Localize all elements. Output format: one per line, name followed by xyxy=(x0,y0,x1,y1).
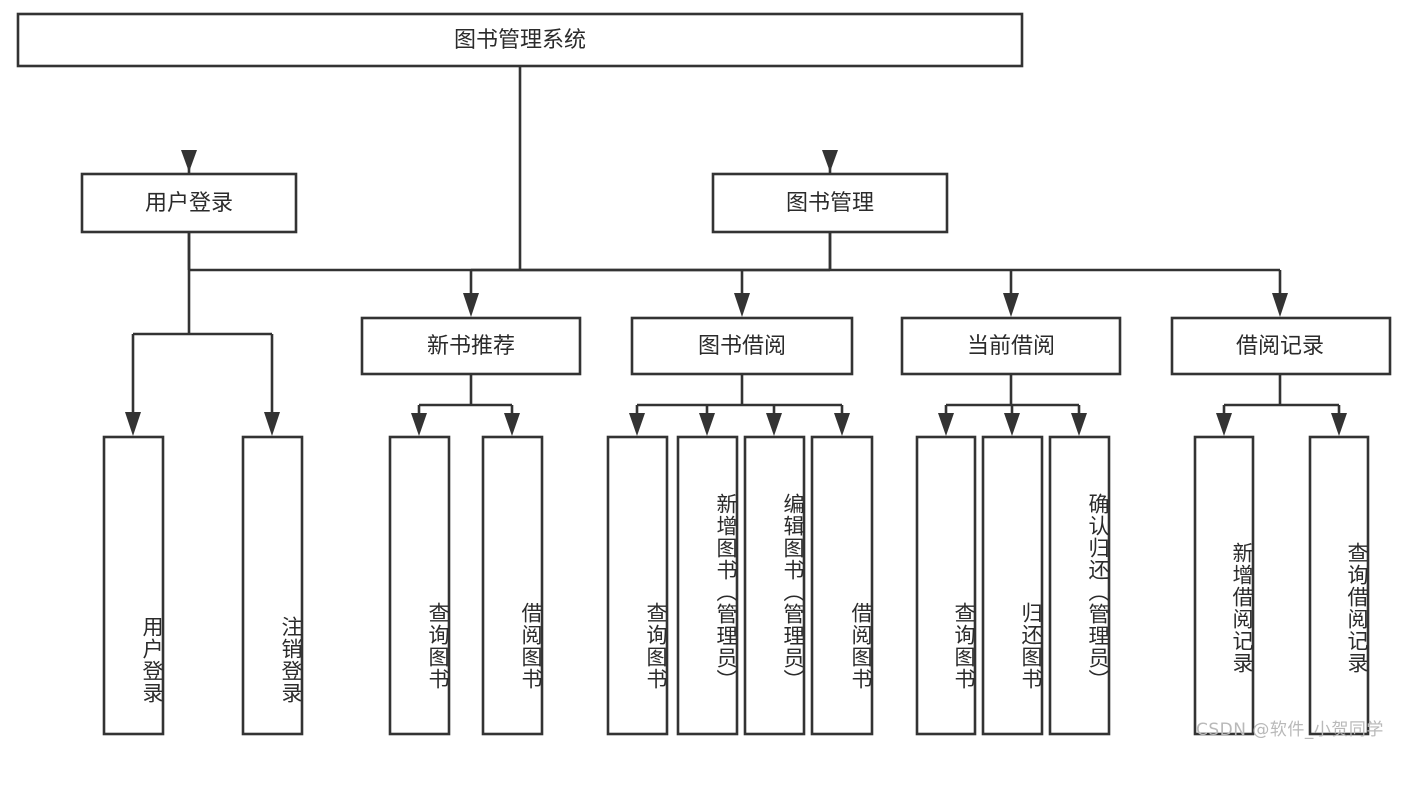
leaf-box-confirm-return[interactable] xyxy=(1048,435,1111,736)
leaf-boxes xyxy=(102,435,1370,736)
node-borrow-record-label: 借阅记录 xyxy=(1236,334,1324,359)
leaf-box-query-book-1[interactable] xyxy=(388,435,451,736)
leaf-box-query-record[interactable] xyxy=(1308,435,1370,736)
node-new-book-recommend[interactable]: 新书推荐 xyxy=(360,316,582,376)
leaf-box-borrow-book-2[interactable] xyxy=(810,435,874,736)
csdn-watermark: CSDN @软件_小贺同学 xyxy=(1196,720,1384,740)
node-book-borrow[interactable]: 图书借阅 xyxy=(630,316,854,376)
connector-root-to-level2 xyxy=(181,66,838,272)
leaf-box-user-login[interactable] xyxy=(102,435,165,736)
connector-userlogin-to-leaves xyxy=(125,232,280,436)
leaf-box-add-book[interactable] xyxy=(676,435,739,736)
connector-newbook-to-leaves xyxy=(411,374,520,436)
node-root[interactable]: 图书管理系统 xyxy=(16,12,1024,68)
node-user-login[interactable]: 用户登录 xyxy=(80,172,298,234)
tree-diagram: 图书管理系统 用户登录 图书管理 新书推荐 图书借阅 当前借阅 借阅记录 xyxy=(16,12,1392,736)
node-book-manage-label: 图书管理 xyxy=(786,191,874,216)
connector-bookmanage-to-level3 xyxy=(463,232,1288,317)
node-current-borrow[interactable]: 当前借阅 xyxy=(900,316,1122,376)
connector-borrowrecord-to-leaves xyxy=(1216,374,1347,436)
leaf-box-borrow-book-1[interactable] xyxy=(481,435,544,736)
node-book-manage[interactable]: 图书管理 xyxy=(711,172,949,234)
leaf-box-user-logout[interactable] xyxy=(241,435,304,736)
diagram-canvas: 图书管理系统 用户登录 图书管理 新书推荐 图书借阅 当前借阅 借阅记录 xyxy=(16,12,1392,740)
node-current-borrow-label: 当前借阅 xyxy=(967,334,1055,359)
node-user-login-label: 用户登录 xyxy=(145,191,233,216)
leaf-box-query-book-3[interactable] xyxy=(915,435,977,736)
connector-currentborrow-to-leaves xyxy=(938,374,1087,436)
node-new-book-recommend-label: 新书推荐 xyxy=(427,334,515,359)
node-root-label: 图书管理系统 xyxy=(454,28,586,53)
leaf-box-edit-book[interactable] xyxy=(743,435,806,736)
node-book-borrow-label: 图书借阅 xyxy=(698,334,786,359)
leaf-box-return-book[interactable] xyxy=(981,435,1044,736)
node-borrow-record[interactable]: 借阅记录 xyxy=(1170,316,1392,376)
leaf-box-add-record[interactable] xyxy=(1193,435,1255,736)
leaf-box-query-book-2[interactable] xyxy=(606,435,669,736)
connector-bookborrow-to-leaves xyxy=(629,374,850,436)
